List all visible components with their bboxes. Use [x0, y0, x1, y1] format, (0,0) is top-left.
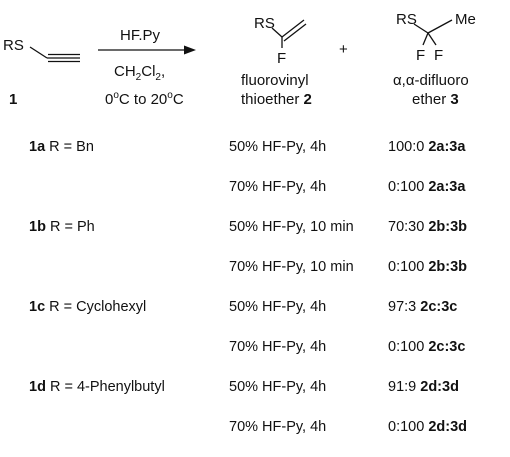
conditions-cell: 50% HF-Py, 4h	[229, 379, 327, 395]
product2-fluorine: F	[277, 50, 286, 67]
conditions-cell: 50% HF-Py, 4h	[229, 299, 327, 315]
conditions-cell: 50% HF-Py, 4h	[229, 139, 327, 155]
product3-name-line2: ether 3	[412, 91, 459, 108]
solvent-label: CH2Cl2,	[114, 63, 165, 83]
conditions-cell: 70% HF-Py, 10 min	[229, 259, 354, 275]
reaction-scheme: RS 1 HF.Py CH2Cl2, 0oC to 20oC RS F fluo…	[3, 11, 476, 108]
table-row: 1c R = Cyclohexyl 50% HF-Py, 4h 97:3 2c:…	[0, 299, 510, 321]
table-row: 70% HF-Py, 10 min 0:100 2b:3b	[0, 259, 510, 281]
substrate-cell: 1d R = 4-Phenylbutyl	[29, 379, 165, 395]
product3-fluorine-2: F	[434, 47, 443, 64]
table-row: 1d R = 4-Phenylbutyl 50% HF-Py, 4h 91:9 …	[0, 379, 510, 401]
table-row: 70% HF-Py, 4h 0:100 2c:3c	[0, 339, 510, 361]
reaction-arrow	[98, 45, 196, 55]
reactant-number: 1	[9, 91, 17, 108]
ratio-cell: 0:100 2d:3d	[388, 419, 467, 435]
substrate-cell: 1b R = Ph	[29, 219, 95, 235]
table-row: 1a R = Bn 50% HF-Py, 4h 100:0 2a:3a	[0, 139, 510, 161]
table-row: 70% HF-Py, 4h 0:100 2d:3d	[0, 419, 510, 441]
ratio-cell: 0:100 2c:3c	[388, 339, 466, 355]
product3-fluorine-1: F	[416, 47, 425, 64]
reactant-rs-label: RS	[3, 37, 24, 54]
product2-rs-label: RS	[254, 15, 275, 32]
product2-name-line1: fluorovinyl	[241, 72, 309, 89]
vinyl-bonds	[271, 19, 307, 48]
plus-sign: +	[339, 41, 348, 58]
table-row: 70% HF-Py, 4h 0:100 2a:3a	[0, 179, 510, 201]
table-row: 1b R = Ph 50% HF-Py, 10 min 70:30 2b:3b	[0, 219, 510, 241]
ratio-cell: 100:0 2a:3a	[388, 139, 466, 155]
conditions-cell: 70% HF-Py, 4h	[229, 419, 327, 435]
product3-rs-label: RS	[396, 11, 417, 28]
ratio-cell: 0:100 2b:3b	[388, 259, 467, 275]
conditions-cell: 70% HF-Py, 4h	[229, 179, 327, 195]
ratio-cell: 91:9 2d:3d	[388, 379, 459, 395]
temperature-label: 0oC to 20oC	[105, 90, 184, 108]
ratio-cell: 97:3 2c:3c	[388, 299, 458, 315]
product3-name-line1: α,α-difluoro	[393, 72, 469, 89]
ratio-cell: 70:30 2b:3b	[388, 219, 467, 235]
conditions-cell: 50% HF-Py, 10 min	[229, 219, 354, 235]
product2-name-line2: thioether 2	[241, 91, 312, 108]
substrate-cell: 1c R = Cyclohexyl	[29, 299, 147, 315]
conditions-cell: 70% HF-Py, 4h	[229, 339, 327, 355]
reagent-label: HF.Py	[120, 27, 161, 44]
alkyne-bond	[29, 46, 80, 63]
difluoro-bonds	[413, 19, 453, 46]
ratio-cell: 0:100 2a:3a	[388, 179, 466, 195]
substrate-cell: 1a R = Bn	[29, 139, 94, 155]
product3-methyl-label: Me	[455, 11, 476, 28]
